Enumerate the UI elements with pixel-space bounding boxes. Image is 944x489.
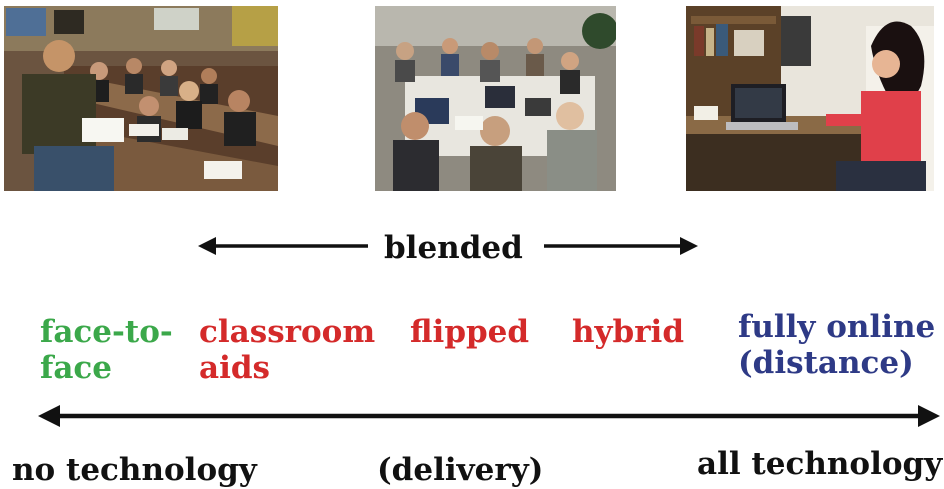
flipped-label: flipped (410, 314, 530, 350)
fully-online-label: fully online (distance) (738, 309, 935, 381)
fully-online-line2: (distance) (738, 345, 914, 381)
classroom-aids-line1: classroom (199, 314, 376, 350)
fully-online-line1: fully online (738, 309, 936, 345)
face-to-face-line1: face-to- (40, 314, 173, 350)
delivery-label: (delivery) (377, 452, 544, 488)
classroom-aids-label: classroom aids (199, 314, 375, 386)
classroom-photo (4, 6, 278, 191)
blended-label: blended (384, 230, 523, 266)
hybrid-label: hybrid (572, 314, 685, 350)
no-technology-label: no technology (12, 452, 257, 488)
face-to-face-label: face-to- face (40, 314, 173, 386)
all-technology-label: all technology (697, 446, 943, 482)
online-learner-photo (686, 6, 934, 191)
technology-spectrum-arrow (38, 405, 940, 427)
blended-range-arrow (198, 237, 698, 255)
classroom-aids-line2: aids (199, 350, 270, 386)
face-to-face-line2: face (40, 350, 113, 386)
group-laptops-photo (375, 6, 616, 191)
